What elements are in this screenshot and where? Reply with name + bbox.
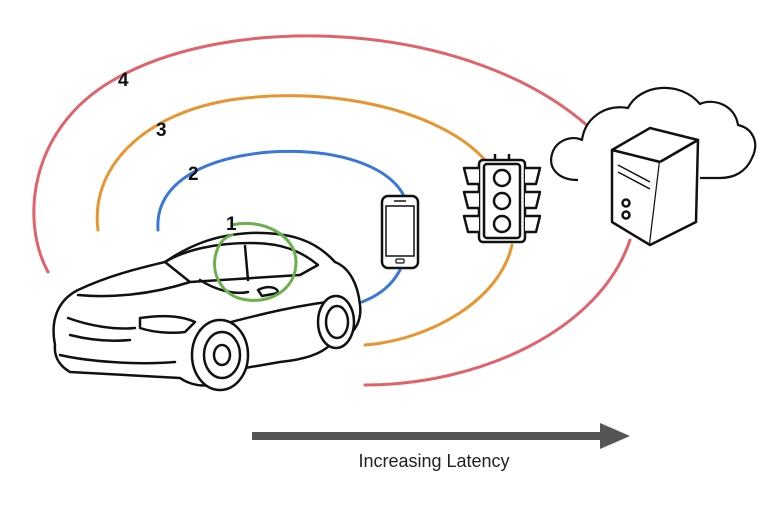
latency-label: Increasing Latency [358, 451, 510, 471]
ring-4 [32, 34, 592, 274]
ring-4-lower [363, 238, 632, 387]
smartphone-icon [380, 194, 420, 270]
ring-1-label: 1 [226, 214, 237, 235]
car-icon [52, 231, 362, 392]
server-icon [610, 126, 700, 247]
ring-2-label: 2 [188, 164, 199, 185]
ring-1 [213, 222, 298, 302]
ring-4-label: 4 [118, 70, 129, 91]
ring-3-lower [363, 243, 514, 347]
ring-3 [95, 94, 487, 232]
ring-2-lower [360, 268, 402, 304]
traffic-light-icon [462, 154, 542, 244]
latency-arrow [252, 423, 630, 449]
ring-2 [156, 149, 407, 232]
ring-3-label: 3 [156, 120, 167, 141]
